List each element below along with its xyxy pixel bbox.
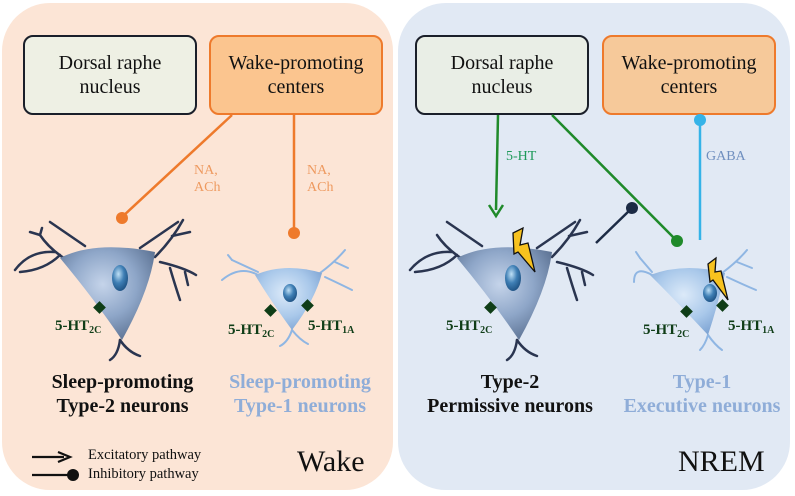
receptor-label-5ht2c: 5-HT2C — [446, 318, 493, 336]
wake-promoting-box-wake: Wake-promoting centers — [209, 35, 383, 115]
pathway-label-na-ach: NA, ACh — [307, 163, 334, 195]
receptor-label-5ht1a: 5-HT1A — [728, 318, 775, 336]
pathway-label-5ht: 5-HT — [506, 149, 537, 164]
inhibitory-terminal-icon — [671, 235, 683, 247]
pathway-label-gaba: GABA — [706, 149, 746, 164]
activation-lightning-icon — [512, 226, 536, 273]
receptor-5ht1a-icon — [301, 299, 314, 312]
state-label-wake: Wake — [297, 445, 365, 478]
dorsal-raphe-box-wake: Dorsal raphe nucleus — [23, 35, 197, 115]
receptor-5ht2c-icon — [484, 301, 497, 314]
dorsal-raphe-box-nrem: Dorsal raphe nucleus — [415, 35, 589, 115]
legend-excitatory-label: Excitatory pathway — [88, 447, 202, 463]
type2-neuron-nrem — [408, 218, 595, 362]
state-label-nrem: NREM — [678, 445, 765, 478]
wake-na-ach-pathway-type2 — [121, 114, 233, 218]
type1-neuron-nrem — [633, 249, 757, 351]
legend-inhibitory-label: Inhibitory pathway — [88, 466, 199, 482]
receptor-label-5ht2c: 5-HT2C — [643, 322, 690, 340]
receptor-label-5ht2c: 5-HT2C — [228, 322, 275, 340]
nrem-5ht-pathway-type2 — [494, 114, 500, 211]
wake-promoting-box-nrem: Wake-promoting centers — [602, 35, 776, 115]
inhibitory-terminal-icon — [288, 227, 300, 239]
type2-neuron-wake — [13, 218, 198, 362]
receptor-5ht2c-icon — [264, 304, 277, 317]
caption-type2-wake: Sleep-promoting Type-2 neurons — [51, 371, 194, 417]
nrem-5ht-pathway-type1 — [551, 114, 677, 241]
type1-neuron-wake — [221, 249, 353, 347]
gaba-terminal-icon — [694, 114, 706, 126]
arrow-icon — [487, 204, 505, 219]
receptor-5ht2c-icon — [93, 301, 106, 314]
caption-type1-nrem: Type-1 Executive neurons — [623, 371, 781, 417]
receptor-label-5ht2c: 5-HT2C — [55, 318, 102, 336]
inhibitory-terminal-icon — [626, 202, 638, 214]
type2-to-type1-inhibitory-pathway — [595, 208, 632, 244]
pathway-label-na-ach: NA, ACh — [194, 163, 221, 195]
receptor-label-5ht1a: 5-HT1A — [308, 318, 355, 336]
caption-type2-nrem: Type-2 Permissive neurons — [427, 371, 593, 417]
activation-lightning-icon — [707, 256, 729, 301]
arrow-icon — [57, 450, 73, 464]
inhibitory-terminal-icon — [116, 212, 128, 224]
caption-type1-wake: Sleep-promoting Type-1 neurons — [229, 371, 371, 417]
inhibitory-terminal-icon — [67, 469, 79, 481]
